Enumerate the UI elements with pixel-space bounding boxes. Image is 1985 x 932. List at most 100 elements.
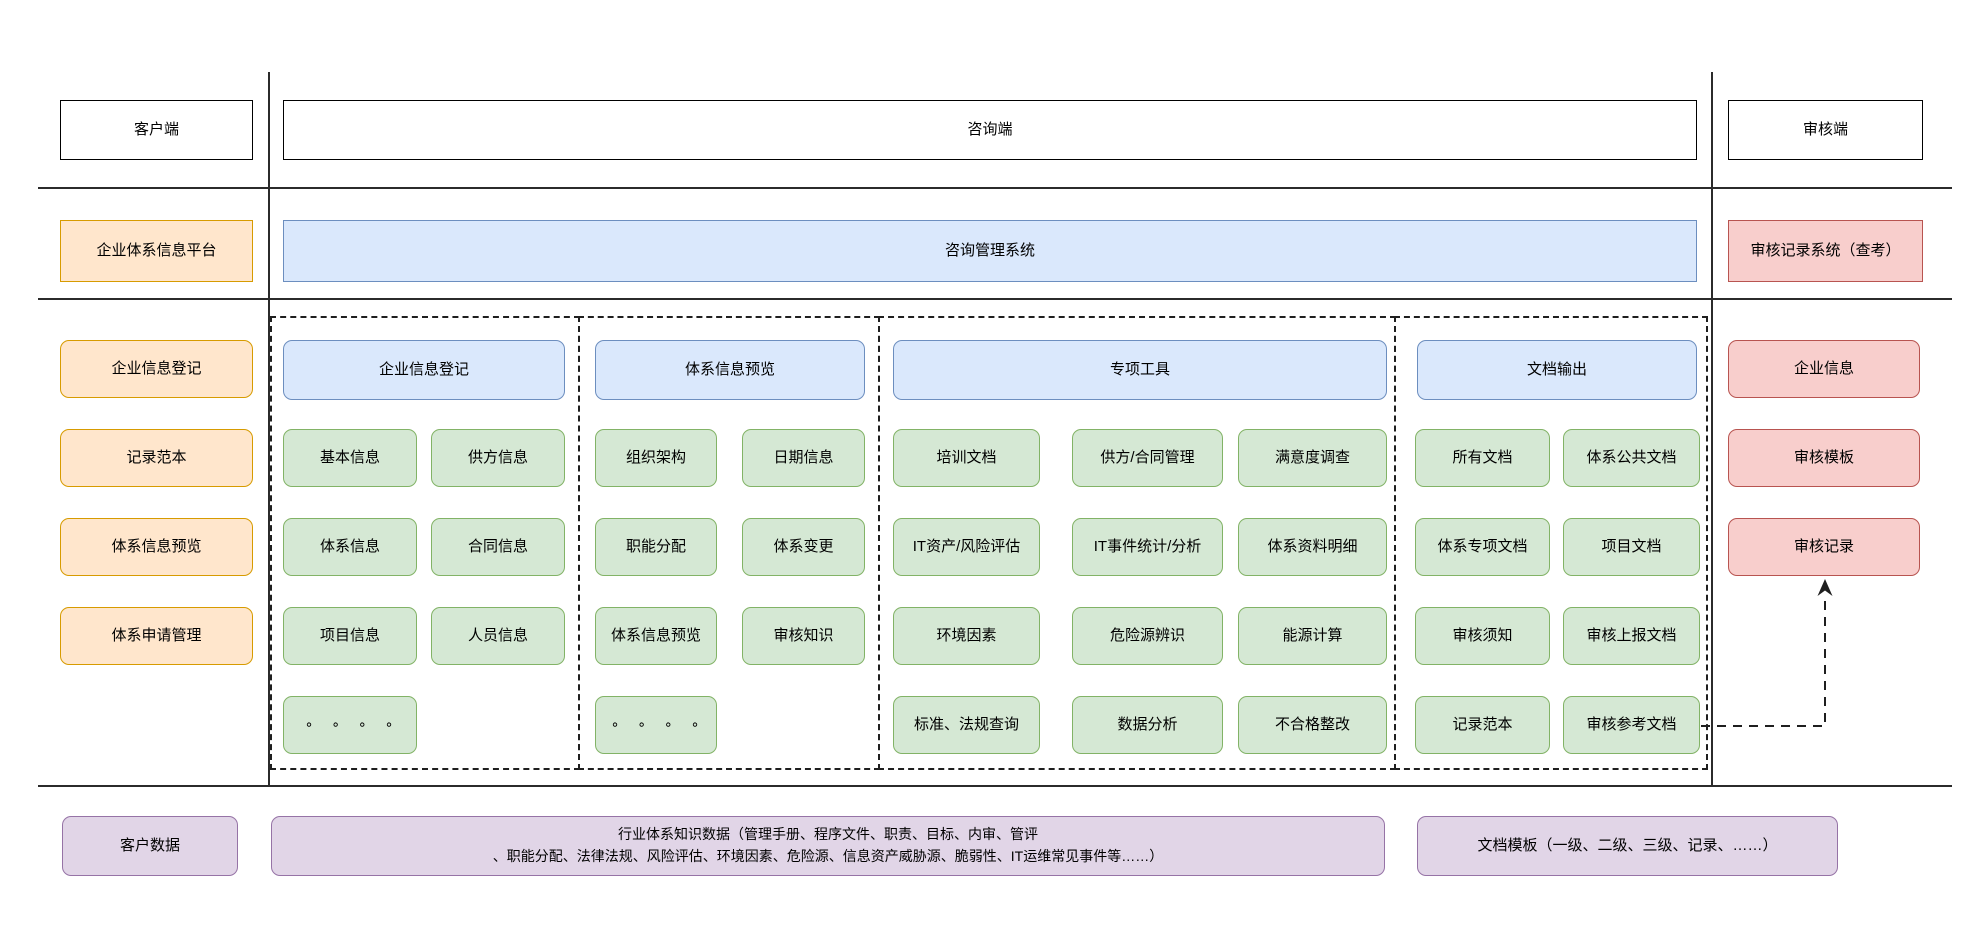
group4-item-5-label: 审核上报文档 (1586, 626, 1677, 644)
group3-item-3-label: IT资产/风险评估 (912, 537, 1021, 555)
group4-item-3: 项目文档 (1563, 518, 1700, 576)
group4-item-3-label: 项目文档 (1601, 537, 1662, 555)
bottom-client-data-label: 客户数据 (119, 836, 180, 854)
group4-item-2-label: 体系专项文档 (1437, 537, 1528, 555)
group4-item-2: 体系专项文档 (1415, 518, 1550, 576)
system-audit-record-label: 审核记录系统（查考） (1750, 241, 1901, 259)
system-enterprise-platform: 企业体系信息平台 (60, 220, 253, 282)
group4-item-0-label: 所有文档 (1452, 448, 1513, 466)
group3-title-label: 专项工具 (1109, 360, 1170, 378)
group3-item-9-label: 标准、法规查询 (913, 715, 1019, 733)
group1-ellipsis: ∘ ∘ ∘ ∘ (283, 696, 417, 754)
group1-item-3: 合同信息 (431, 518, 565, 576)
left-menu-item-1: 记录范本 (60, 429, 253, 487)
group2-item-5: 审核知识 (742, 607, 865, 665)
bottom-knowledge-data: 行业体系知识数据（管理手册、程序文件、职责、目标、内审、管评 、职能分配、法律法… (271, 816, 1385, 876)
group3-item-0: 培训文档 (893, 429, 1040, 487)
group3-item-11: 不合格整改 (1238, 696, 1387, 754)
group3-item-4-label: IT事件统计/分析 (1093, 537, 1202, 555)
group1-title: 企业信息登记 (283, 340, 565, 400)
group4-item-4: 审核须知 (1415, 607, 1550, 665)
group1-title-label: 企业信息登记 (378, 360, 469, 378)
header-consult-label: 咨询端 (967, 120, 1013, 138)
group3-item-3: IT资产/风险评估 (893, 518, 1040, 576)
arrow-path (1701, 596, 1826, 727)
right-menu-label-0: 企业信息 (1793, 359, 1854, 377)
group4-item-6-label: 记录范本 (1452, 715, 1513, 733)
group2-ellipsis: ∘ ∘ ∘ ∘ (595, 696, 717, 754)
group3-item-11-label: 不合格整改 (1274, 715, 1350, 733)
group1-item-2: 体系信息 (283, 518, 417, 576)
group2-item-2: 职能分配 (595, 518, 717, 576)
left-menu-label-2: 体系信息预览 (111, 537, 202, 555)
row-divider-3 (38, 785, 1952, 787)
group3-item-6-label: 环境因素 (936, 626, 997, 644)
group3-item-1-label: 供方/合同管理 (1100, 448, 1195, 466)
header-audit-label: 审核端 (1802, 120, 1848, 138)
group1-item-5: 人员信息 (431, 607, 565, 665)
group1-item-3-label: 合同信息 (467, 537, 528, 555)
group3-item-0-label: 培训文档 (936, 448, 997, 466)
left-menu-label-0: 企业信息登记 (111, 359, 202, 377)
group2-item-0: 组织架构 (595, 429, 717, 487)
group3-item-6: 环境因素 (893, 607, 1040, 665)
right-menu-label-1: 审核模板 (1793, 448, 1854, 466)
group2-item-5-label: 审核知识 (773, 626, 834, 644)
header-audit: 审核端 (1728, 100, 1923, 160)
group3-item-5: 体系资料明细 (1238, 518, 1387, 576)
group2-item-4: 体系信息预览 (595, 607, 717, 665)
group4-item-5: 审核上报文档 (1563, 607, 1700, 665)
group4-item-7-label: 审核参考文档 (1586, 715, 1677, 733)
right-menu-item-1: 审核模板 (1728, 429, 1920, 487)
group1-item-5-label: 人员信息 (467, 626, 528, 644)
group1-item-4-label: 项目信息 (319, 626, 380, 644)
group2-item-1-label: 日期信息 (773, 448, 834, 466)
group4-item-1: 体系公共文档 (1563, 429, 1700, 487)
left-menu-item-0: 企业信息登记 (60, 340, 253, 398)
group1-item-4: 项目信息 (283, 607, 417, 665)
bottom-doc-templates-label: 文档模板（一级、二级、三级、记录、……） (1477, 836, 1778, 854)
left-menu-label-1: 记录范本 (126, 448, 187, 466)
arrow-head-icon (1817, 579, 1833, 596)
group2-item-3-label: 体系变更 (773, 537, 834, 555)
group3-item-2: 满意度调查 (1238, 429, 1387, 487)
group4-item-7: 审核参考文档 (1563, 696, 1700, 754)
group4-title: 文档输出 (1417, 340, 1697, 400)
group1-item-2-label: 体系信息 (319, 537, 380, 555)
group1-item-0-label: 基本信息 (319, 448, 380, 466)
group2-item-4-label: 体系信息预览 (610, 626, 701, 644)
group3-item-8-label: 能源计算 (1282, 626, 1343, 644)
group4-item-0: 所有文档 (1415, 429, 1550, 487)
group2-title-label: 体系信息预览 (684, 360, 775, 378)
right-menu-label-2: 审核记录 (1793, 537, 1854, 555)
column-divider-right (1711, 72, 1713, 786)
left-menu-item-3: 体系申请管理 (60, 607, 253, 665)
right-menu-item-2: 审核记录 (1728, 518, 1920, 576)
bottom-doc-templates: 文档模板（一级、二级、三级、记录、……） (1417, 816, 1838, 876)
group1-item-1-label: 供方信息 (467, 448, 528, 466)
group2-ellipsis-label: ∘ ∘ ∘ ∘ (610, 716, 702, 733)
group1-ellipsis-label: ∘ ∘ ∘ ∘ (304, 716, 396, 733)
group3-item-1: 供方/合同管理 (1072, 429, 1223, 487)
group4-title-label: 文档输出 (1526, 360, 1587, 378)
bottom-knowledge-line2: 、职能分配、法律法规、风险评估、环境因素、危险源、信息资产威胁源、脆弱性、IT运… (492, 848, 1164, 864)
group3-item-4: IT事件统计/分析 (1072, 518, 1223, 576)
system-consult-management: 咨询管理系统 (283, 220, 1697, 282)
column-divider-left (268, 72, 270, 786)
group3-title: 专项工具 (893, 340, 1387, 400)
group1-item-1: 供方信息 (431, 429, 565, 487)
system-enterprise-platform-label: 企业体系信息平台 (96, 241, 217, 259)
group2-item-3: 体系变更 (742, 518, 865, 576)
header-client: 客户端 (60, 100, 253, 160)
left-menu-label-3: 体系申请管理 (111, 626, 202, 644)
group2-item-2-label: 职能分配 (625, 537, 686, 555)
group4-item-1-label: 体系公共文档 (1586, 448, 1677, 466)
group4-item-4-label: 审核须知 (1452, 626, 1513, 644)
group3-item-9: 标准、法规查询 (893, 696, 1040, 754)
system-audit-record: 审核记录系统（查考） (1728, 220, 1923, 282)
group3-item-2-label: 满意度调查 (1274, 448, 1350, 466)
group3-item-8: 能源计算 (1238, 607, 1387, 665)
bottom-knowledge-line1: 行业体系知识数据（管理手册、程序文件、职责、目标、内审、管评 (618, 826, 1038, 843)
group2-item-1: 日期信息 (742, 429, 865, 487)
